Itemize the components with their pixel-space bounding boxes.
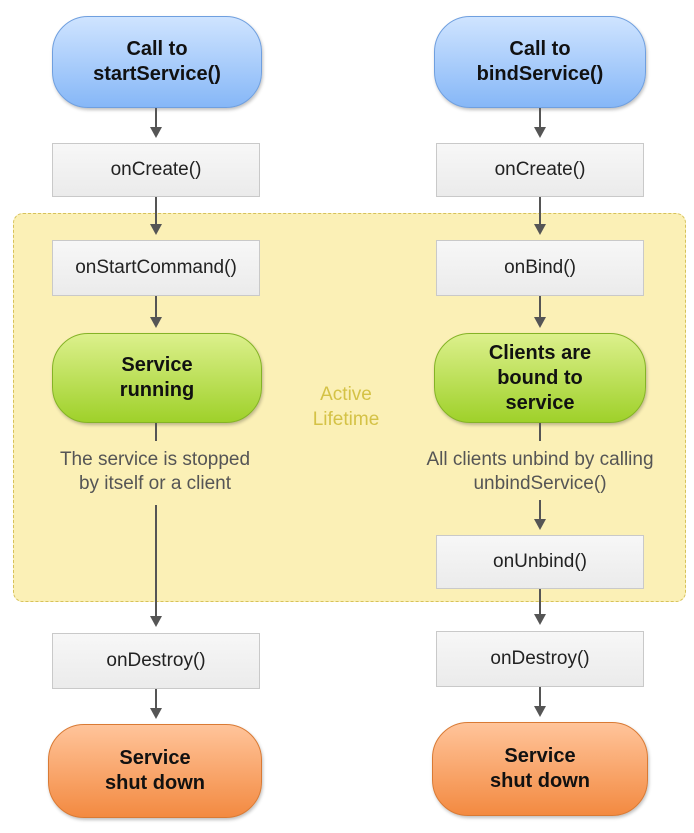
arrow-down-icon — [534, 224, 546, 235]
connector-line — [539, 296, 541, 318]
connector-line — [539, 589, 541, 615]
active-lifetime-label: Active Lifetime — [312, 384, 380, 430]
unbind-note: All clients unbind by calling unbindServ… — [426, 449, 654, 494]
connector-line — [539, 687, 541, 707]
right-on-destroy-node: onDestroy() — [436, 631, 644, 687]
on-start-command-node: onStartCommand() — [52, 240, 260, 296]
arrow-down-icon — [150, 127, 162, 138]
connector-line — [155, 108, 157, 128]
arrow-down-icon — [534, 127, 546, 138]
connector-line — [155, 296, 157, 318]
arrow-down-icon — [534, 614, 546, 625]
on-bind-node: onBind() — [436, 240, 644, 296]
connector-line — [539, 500, 541, 520]
arrow-down-icon — [534, 317, 546, 328]
arrow-down-icon — [150, 708, 162, 719]
connector-line — [155, 423, 157, 441]
start-service-node: Call to startService() — [52, 16, 262, 108]
clients-bound-node: Clients are bound to service — [434, 333, 646, 423]
connector-line — [155, 197, 157, 225]
arrow-down-icon — [150, 616, 162, 627]
arrow-down-icon — [150, 317, 162, 328]
bind-service-node: Call to bindService() — [434, 16, 646, 108]
connector-line — [155, 505, 157, 617]
service-running-node: Service running — [52, 333, 262, 423]
connector-line — [539, 423, 541, 441]
left-shut-down-node: Service shut down — [48, 724, 262, 818]
stop-note: The service is stopped by itself or a cl… — [59, 449, 251, 494]
connector-line — [539, 197, 541, 225]
arrow-down-icon — [534, 519, 546, 530]
left-on-create-node: onCreate() — [52, 143, 260, 197]
on-unbind-node: onUnbind() — [436, 535, 644, 589]
connector-line — [155, 689, 157, 709]
arrow-down-icon — [150, 224, 162, 235]
connector-line — [539, 108, 541, 128]
right-shut-down-node: Service shut down — [432, 722, 648, 816]
left-on-destroy-node: onDestroy() — [52, 633, 260, 689]
arrow-down-icon — [534, 706, 546, 717]
right-on-create-node: onCreate() — [436, 143, 644, 197]
